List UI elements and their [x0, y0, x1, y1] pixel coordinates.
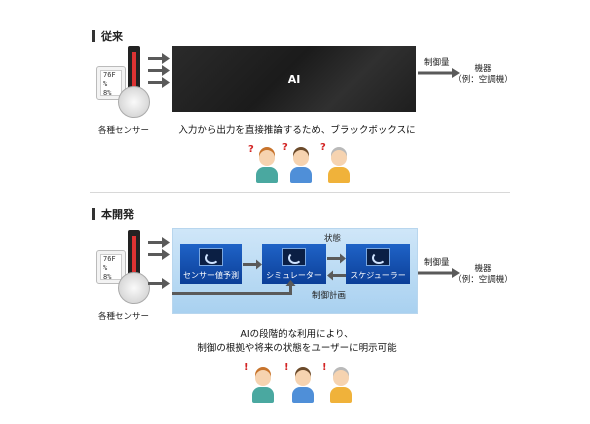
- gauge-icon: [118, 86, 150, 118]
- exclamation-mark: !: [284, 362, 289, 373]
- device-screen: 76F % 8%: [100, 254, 122, 281]
- device-readout: 76F: [103, 255, 116, 263]
- sensors-label-before: 各種センサー: [98, 126, 150, 136]
- ai-black-box-label: AI: [287, 72, 301, 86]
- equipment-label-after: 機器 （例：空調機）: [452, 264, 514, 286]
- simulator-model-icon: [282, 248, 306, 266]
- thermometer-icon: [128, 230, 140, 284]
- sensors-label-after: 各種センサー: [98, 312, 150, 322]
- control-label-after: 制御量: [424, 258, 450, 268]
- device-readout: 8%: [103, 273, 112, 281]
- module-label: センサー値予測: [183, 271, 239, 280]
- sensor-prediction-module: センサー値予測: [180, 244, 242, 284]
- user-woman-icon: [256, 150, 278, 184]
- section-label-before: 従来: [101, 30, 123, 43]
- control-label-before: 制御量: [424, 58, 450, 68]
- question-mark: ?: [248, 144, 254, 155]
- exclamation-mark: !: [244, 362, 249, 373]
- question-mark: ?: [320, 142, 326, 153]
- section-title-before: 従来: [92, 28, 123, 44]
- caption-line: AIの段階的な利用により、: [240, 329, 354, 340]
- section-divider: [90, 192, 510, 193]
- scheduler-model-icon: [366, 248, 390, 266]
- state-label: 状態: [324, 234, 342, 244]
- exclamation-mark: !: [322, 362, 327, 373]
- prediction-model-icon: [199, 248, 223, 266]
- user-elder-icon: [328, 150, 350, 184]
- input-arrows-before: [148, 53, 170, 88]
- user-elder-icon: [330, 370, 352, 404]
- output-arrow-after: [418, 268, 460, 278]
- module-flow-arrows: [172, 253, 346, 295]
- user-man-icon: [292, 370, 314, 404]
- question-mark: ?: [282, 142, 288, 153]
- device-readout: 8%: [103, 89, 112, 97]
- equipment-name: 機器: [474, 64, 492, 74]
- equipment-example: （例：空調機）: [453, 275, 513, 285]
- equipment-name: 機器: [474, 264, 492, 274]
- device-screen: 76F % 8%: [100, 70, 122, 97]
- caption-line: 制御の根拠や将来の状態をユーザーに明示可能: [197, 343, 397, 354]
- device-readout: %: [103, 80, 108, 88]
- user-woman-icon: [252, 370, 274, 404]
- caption-after: AIの段階的な利用により、 制御の根拠や将来の状態をユーザーに明示可能: [172, 328, 422, 356]
- equipment-example: （例：空調機）: [453, 75, 513, 85]
- equipment-label-before: 機器 （例：空調機）: [452, 64, 514, 86]
- output-arrow-before: [418, 68, 460, 78]
- section-label-after: 本開発: [101, 208, 134, 221]
- scheduler-module: スケジューラー: [346, 244, 410, 284]
- module-label: シミュレーター: [266, 271, 322, 280]
- confused-users-illustration: ? ? ?: [248, 142, 358, 186]
- input-arrows-after: [148, 237, 170, 289]
- section-title-after: 本開発: [92, 206, 134, 222]
- sensor-device-icon: 76F % 8%: [96, 66, 126, 100]
- simulator-module: シミュレーター: [262, 244, 326, 284]
- module-label: スケジューラー: [350, 271, 406, 280]
- informed-users-illustration: ! ! !: [242, 362, 362, 408]
- caption-before: 入力から出力を直接推論するため、ブラックボックスに: [178, 125, 416, 136]
- sensor-device-icon: 76F % 8%: [96, 250, 126, 284]
- section-marker: [92, 30, 95, 42]
- device-readout: 76F: [103, 71, 116, 79]
- ai-black-box: AI: [172, 46, 416, 112]
- user-man-icon: [290, 150, 312, 184]
- device-readout: %: [103, 264, 108, 272]
- section-marker: [92, 208, 95, 220]
- control-plan-label: 制御計画: [312, 291, 347, 301]
- gauge-icon: [118, 272, 150, 304]
